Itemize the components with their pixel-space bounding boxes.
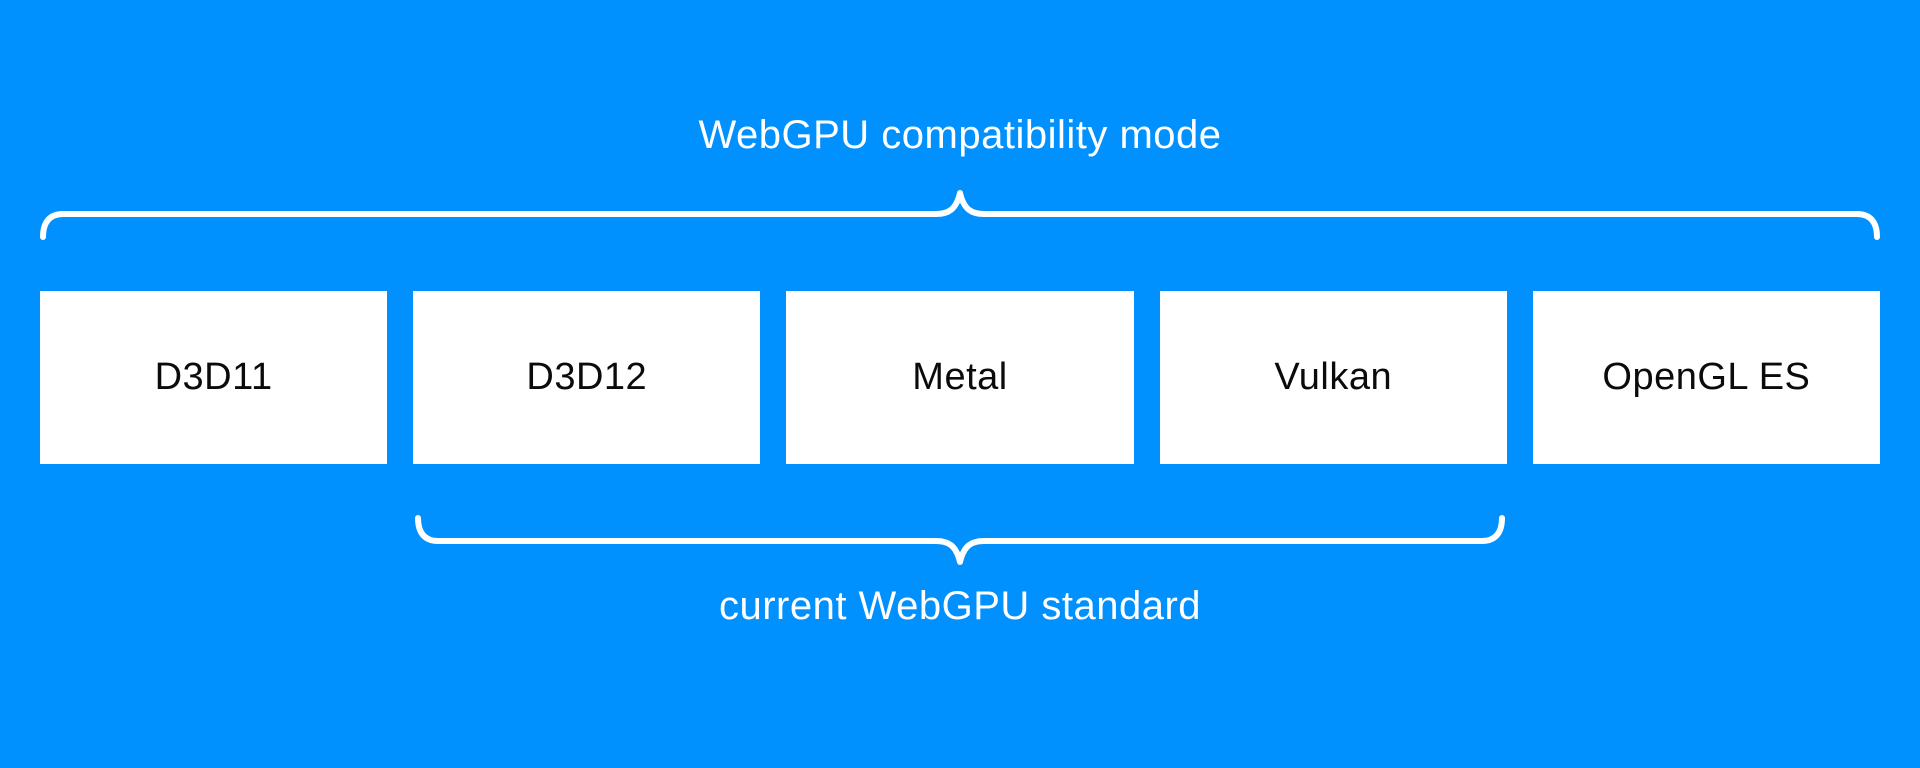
backend-box-opengl-es: OpenGL ES: [1532, 291, 1881, 464]
backend-box-label: OpenGL ES: [1602, 356, 1811, 398]
top-brace-icon: [40, 190, 1880, 240]
backend-box-label: D3D12: [526, 356, 648, 398]
backend-box-label: D3D11: [154, 356, 273, 398]
backend-box-d3d11: D3D11: [40, 291, 388, 464]
bottom-brace-icon: [415, 515, 1505, 565]
backend-box-vulkan: Vulkan: [1159, 291, 1507, 464]
backend-box-label: Vulkan: [1274, 356, 1393, 398]
current-standard-label: current WebGPU standard: [718, 584, 1202, 628]
backend-box-metal: Metal: [786, 291, 1134, 464]
backend-box-label: Metal: [912, 356, 1008, 398]
backend-box-d3d12: D3D12: [413, 291, 761, 464]
compatibility-mode-label: WebGPU compatibility mode: [698, 113, 1222, 157]
backend-box-row: D3D11 D3D12 Metal Vulkan OpenGL ES: [40, 291, 1881, 464]
